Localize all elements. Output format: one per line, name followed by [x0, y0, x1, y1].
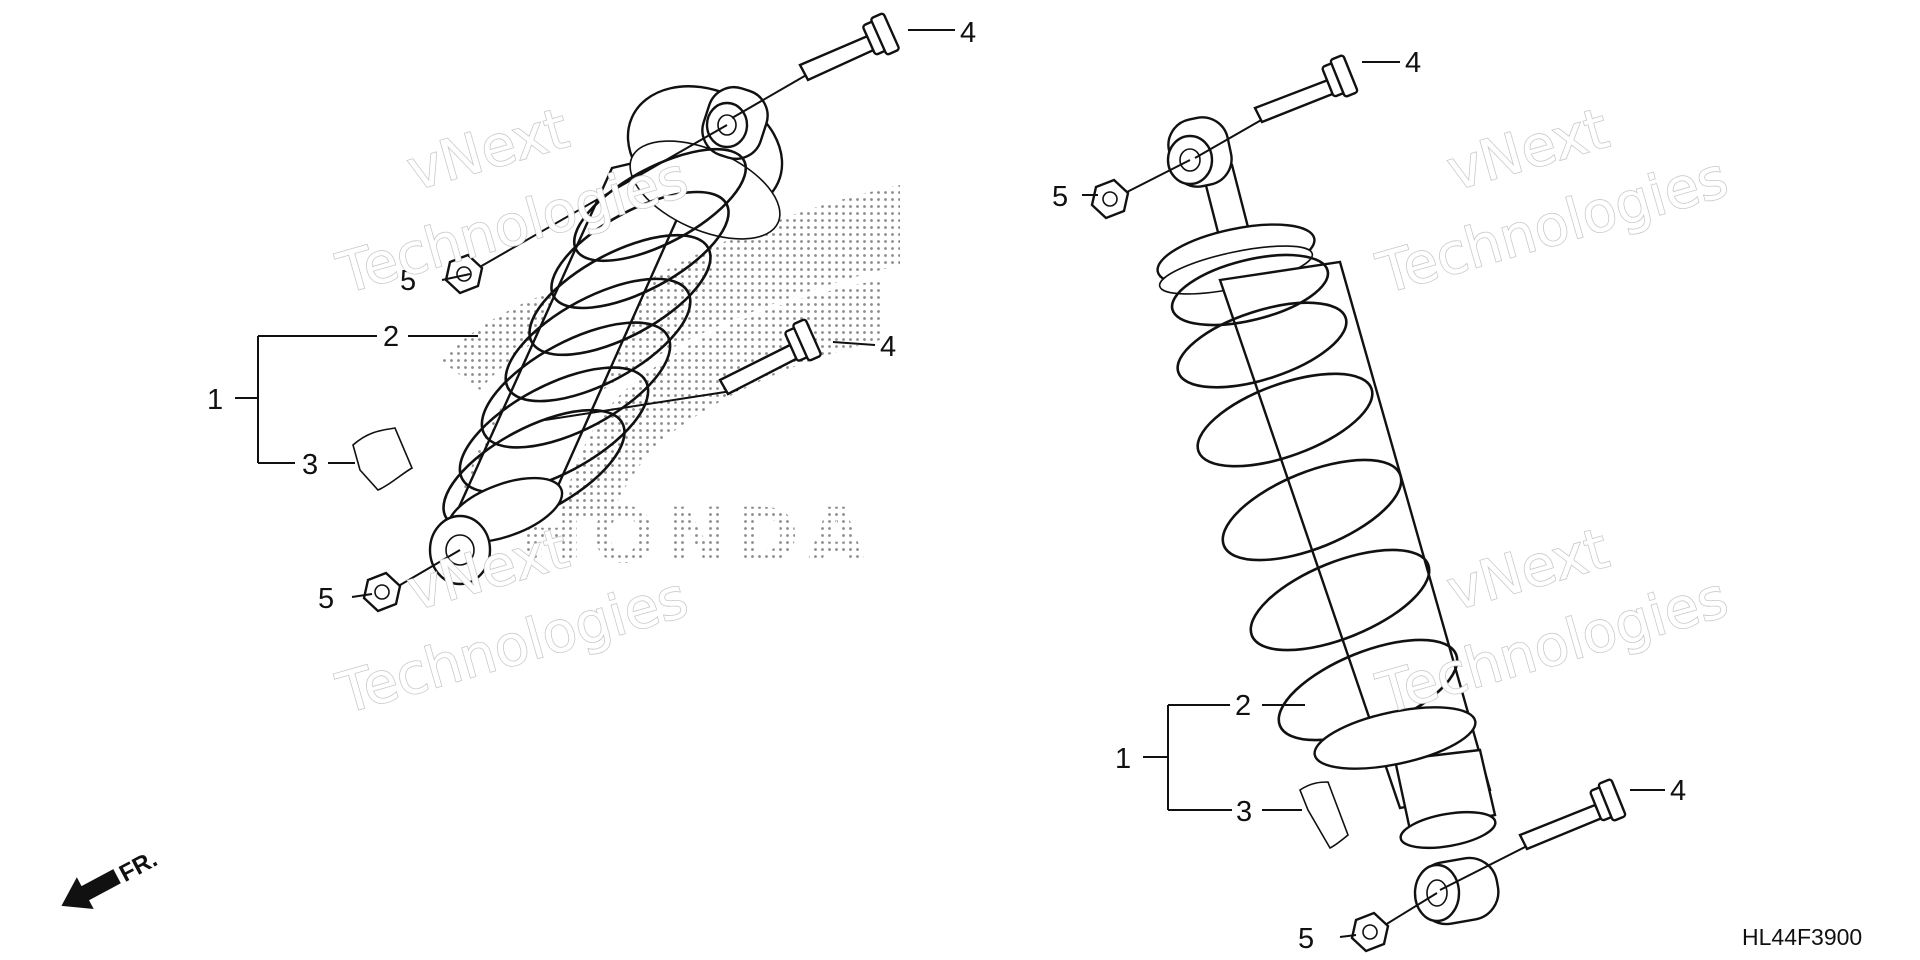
right-label-part — [1299, 781, 1349, 850]
callout-3: 3 — [1236, 796, 1252, 828]
left-top-bolt — [731, 12, 900, 119]
left-top-nut — [444, 124, 728, 295]
right-callouts: 4 5 4 5 1 2 3 — [1052, 47, 1686, 955]
callout-5: 5 — [318, 583, 334, 615]
right-bottom-nut — [1350, 892, 1438, 953]
right-top-nut — [1090, 159, 1191, 220]
callout-5: 5 — [1298, 923, 1314, 955]
callout-2: 2 — [383, 321, 399, 353]
right-top-bolt — [1194, 54, 1359, 159]
front-direction-indicator: FR. — [61, 846, 162, 910]
callout-3: 3 — [302, 449, 318, 481]
left-spring — [442, 147, 748, 532]
callout-4: 4 — [880, 331, 896, 363]
callout-4: 4 — [1405, 47, 1421, 79]
callout-1: 1 — [1115, 743, 1131, 775]
right-bottom-bolt — [1439, 778, 1627, 891]
left-bottom-bolt — [544, 318, 822, 421]
callout-2: 2 — [1235, 690, 1251, 722]
right-spring — [1170, 253, 1459, 742]
callout-4: 4 — [960, 17, 976, 49]
callout-4: 4 — [1670, 775, 1686, 807]
honda-logo-wordmark: HONDA — [520, 491, 874, 580]
left-callouts: 4 4 5 5 1 2 3 — [207, 17, 976, 615]
drawing-code: HL44F3900 — [1742, 924, 1862, 950]
front-label: FR. — [115, 846, 162, 888]
right-shock-assembly: 4 5 4 5 1 2 3 — [1052, 47, 1686, 955]
left-shock-assembly: 4 4 5 5 1 2 3 — [207, 12, 976, 615]
left-bottom-nut — [362, 549, 461, 613]
callout-1: 1 — [207, 384, 223, 416]
callout-5: 5 — [400, 265, 416, 297]
callout-5: 5 — [1052, 181, 1068, 213]
arrow-left-icon — [61, 869, 121, 910]
left-label-part — [352, 427, 414, 491]
